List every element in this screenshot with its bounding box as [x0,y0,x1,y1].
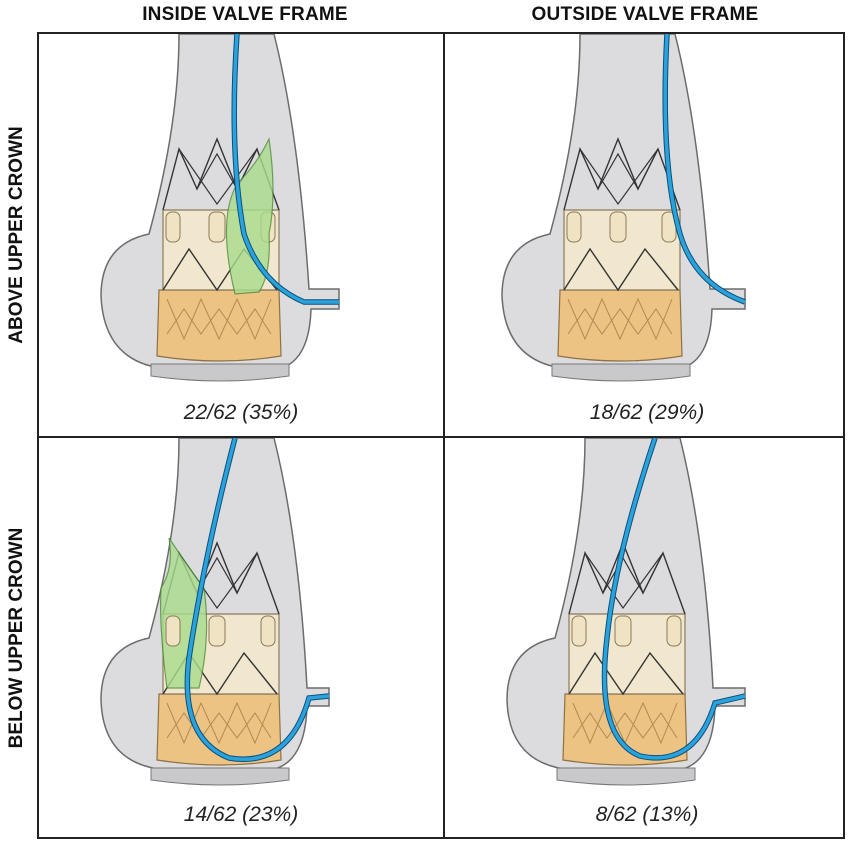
column-header-outside: OUTSIDE VALVE FRAME [531,4,759,25]
panel-above-outside: 18/62 (29%) [445,34,849,436]
caption-below-inside: 14/62 (23%) [183,803,299,826]
panel-below-inside: 14/62 (23%) [39,438,443,840]
row-header-above: ABOVE UPPER CROWN [6,126,27,344]
grid-divider-vertical [443,34,445,837]
row-header-below: BELOW UPPER CROWN [6,527,27,749]
valve-illustration [100,438,330,786]
panel-below-outside: 8/62 (13%) [445,438,849,840]
valve-illustration [100,34,340,382]
valve-illustration [501,34,746,382]
grid-divider-horizontal [39,436,843,438]
panel-above-inside: 22/62 (35%) [39,34,443,436]
caption-below-outside: 8/62 (13%) [595,803,699,826]
column-header-inside: INSIDE VALVE FRAME [142,4,348,25]
caption-above-inside: 22/62 (35%) [183,401,299,424]
caption-above-outside: 18/62 (29%) [589,401,705,424]
valve-illustration [506,438,746,786]
diagram-grid: 22/62 (35%) 18/62 (29%) [37,32,845,839]
